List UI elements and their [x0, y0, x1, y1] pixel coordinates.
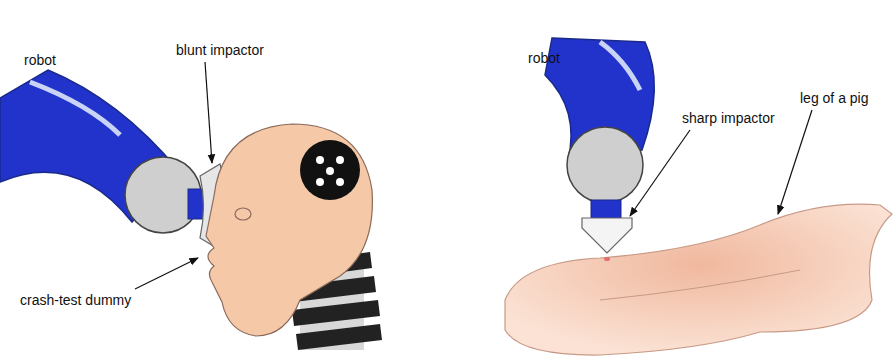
- dummy-head: [206, 124, 372, 336]
- leader-lines: [135, 62, 812, 289]
- part-label: crash-test dummy: [20, 292, 131, 308]
- part-label: robot: [24, 52, 56, 68]
- part-label: robot: [528, 50, 560, 66]
- pig-leg: [505, 204, 892, 355]
- wound-mark: [604, 257, 610, 261]
- part-label: blunt impactor: [176, 42, 264, 58]
- part-label: sharp impactor: [682, 110, 775, 126]
- right-robot: [545, 38, 654, 219]
- part-label: leg of a pig: [800, 90, 869, 106]
- leg-contour: [600, 270, 800, 300]
- left-robot: [0, 70, 204, 233]
- sharp-impactor: [582, 218, 632, 253]
